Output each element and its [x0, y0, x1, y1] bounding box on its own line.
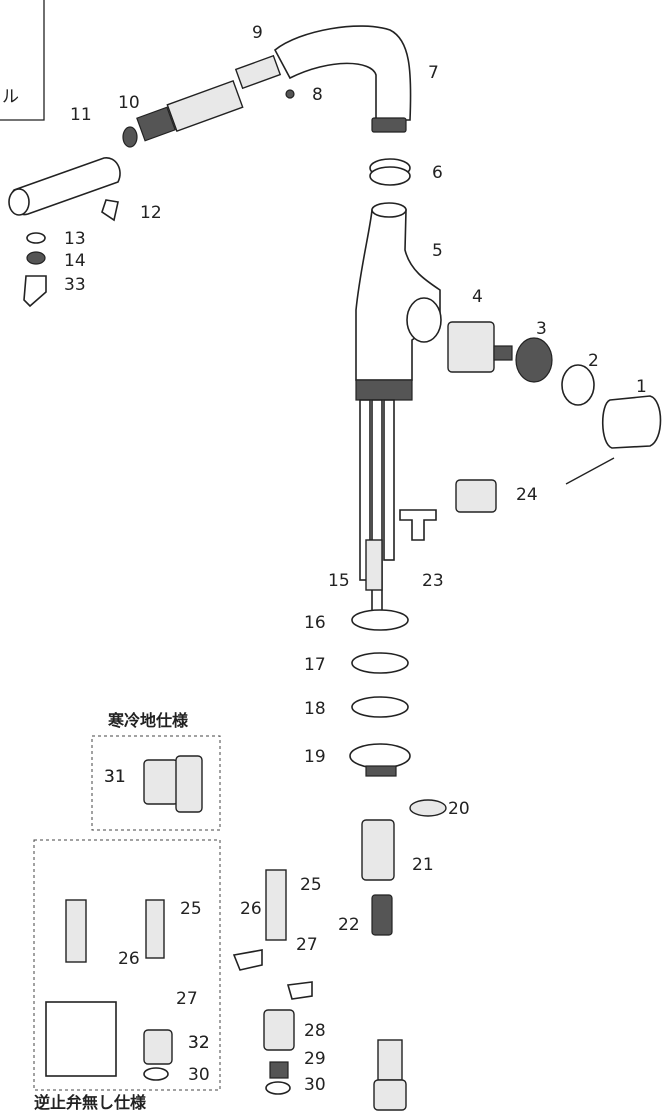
label-16: 16 — [304, 613, 326, 633]
label-30: 30 — [304, 1075, 326, 1095]
valve-21-part — [361, 819, 395, 881]
clip-23-part — [399, 509, 437, 541]
hose-25-part — [265, 869, 287, 941]
screw-part — [285, 89, 295, 99]
filter-29-part — [269, 1061, 289, 1079]
label-4: 4 — [472, 287, 483, 307]
label-10: 10 — [118, 93, 140, 113]
locknut-19-part — [349, 743, 411, 777]
bracket-24-part — [455, 479, 497, 513]
label-2: 2 — [588, 351, 599, 371]
adapter-28-part — [263, 1009, 295, 1051]
label-6: 6 — [432, 163, 443, 183]
label-20: 20 — [448, 799, 470, 819]
no-check-valve-inset: 逆止弁無し仕様 25 26 27 32 30 — [33, 839, 221, 1112]
hose-connector-part — [234, 54, 282, 90]
washer-18-part — [351, 696, 409, 718]
partial-box-label: ル — [2, 87, 19, 107]
no-check-valve-title: 逆止弁無し仕様 — [34, 1093, 147, 1112]
inset-30-label: 30 — [188, 1065, 210, 1085]
ring-6-part — [369, 158, 411, 186]
hose-bottom-right — [377, 1039, 403, 1081]
label-23: 23 — [422, 571, 444, 591]
label-29: 29 — [304, 1049, 326, 1069]
cartridge-part — [447, 321, 513, 373]
label-15: 15 — [328, 571, 350, 591]
label-5: 5 — [432, 241, 443, 261]
label-12: 12 — [140, 203, 162, 223]
label-1: 1 — [636, 377, 647, 397]
label-8: 8 — [312, 85, 323, 105]
label-22: 22 — [338, 915, 360, 935]
label-28: 28 — [304, 1021, 326, 1041]
inset-25-label: 25 — [180, 899, 202, 919]
clip-26-part — [232, 949, 263, 971]
inset-26-label: 26 — [118, 949, 140, 969]
handle-knob-part — [565, 395, 662, 485]
washer-16-part — [351, 609, 409, 631]
washer-17-part — [351, 652, 409, 674]
label-7: 7 — [428, 63, 439, 83]
label-26: 26 — [240, 899, 262, 919]
washer-30-part — [265, 1081, 291, 1095]
cap-20-part — [409, 799, 447, 817]
inset-32-label: 32 — [188, 1033, 210, 1053]
label-32: 32 — [188, 1033, 210, 1053]
cap-2-part — [561, 364, 595, 406]
nut-3-part — [515, 337, 553, 383]
oring-10-part — [122, 126, 138, 148]
label-17: 17 — [304, 655, 326, 675]
ring-14-part — [26, 251, 46, 265]
cap-33-part — [23, 275, 47, 308]
valve-insert-part — [136, 79, 244, 142]
label-24: 24 — [516, 485, 538, 505]
strainer-22-part — [371, 894, 393, 936]
inset-27-label: 27 — [176, 989, 198, 1009]
label-3: 3 — [536, 319, 547, 339]
cold-region-inset: 寒冷地仕様 31 — [91, 711, 221, 831]
label-19: 19 — [304, 747, 326, 767]
cold-region-title: 寒冷地仕様 — [107, 711, 189, 730]
label-13: 13 — [64, 229, 86, 249]
label-27: 27 — [296, 935, 318, 955]
label-21: 21 — [412, 855, 434, 875]
supply-tubes — [359, 399, 395, 621]
label-25: 25 — [300, 875, 322, 895]
label-33: 33 — [64, 275, 86, 295]
label-11: 11 — [70, 105, 92, 125]
lever-handle-part — [8, 157, 121, 216]
cold-31-label: 31 — [104, 767, 126, 787]
oring-13-part — [26, 232, 46, 244]
partial-info-box: ル — [0, 0, 45, 121]
label-31: 31 — [104, 767, 126, 787]
clip-27-part — [286, 981, 313, 1000]
spout-part — [273, 25, 412, 133]
label-18: 18 — [304, 699, 326, 719]
part-number-labels: 1 2 3 4 5 6 7 8 9 10 11 12 13 14 15 16 1… — [64, 23, 647, 1095]
clip-12-part — [101, 199, 119, 222]
nut-bottom-right — [373, 1079, 407, 1111]
label-14: 14 — [64, 251, 86, 271]
label-9: 9 — [252, 23, 263, 43]
faucet-body-part — [355, 202, 442, 401]
